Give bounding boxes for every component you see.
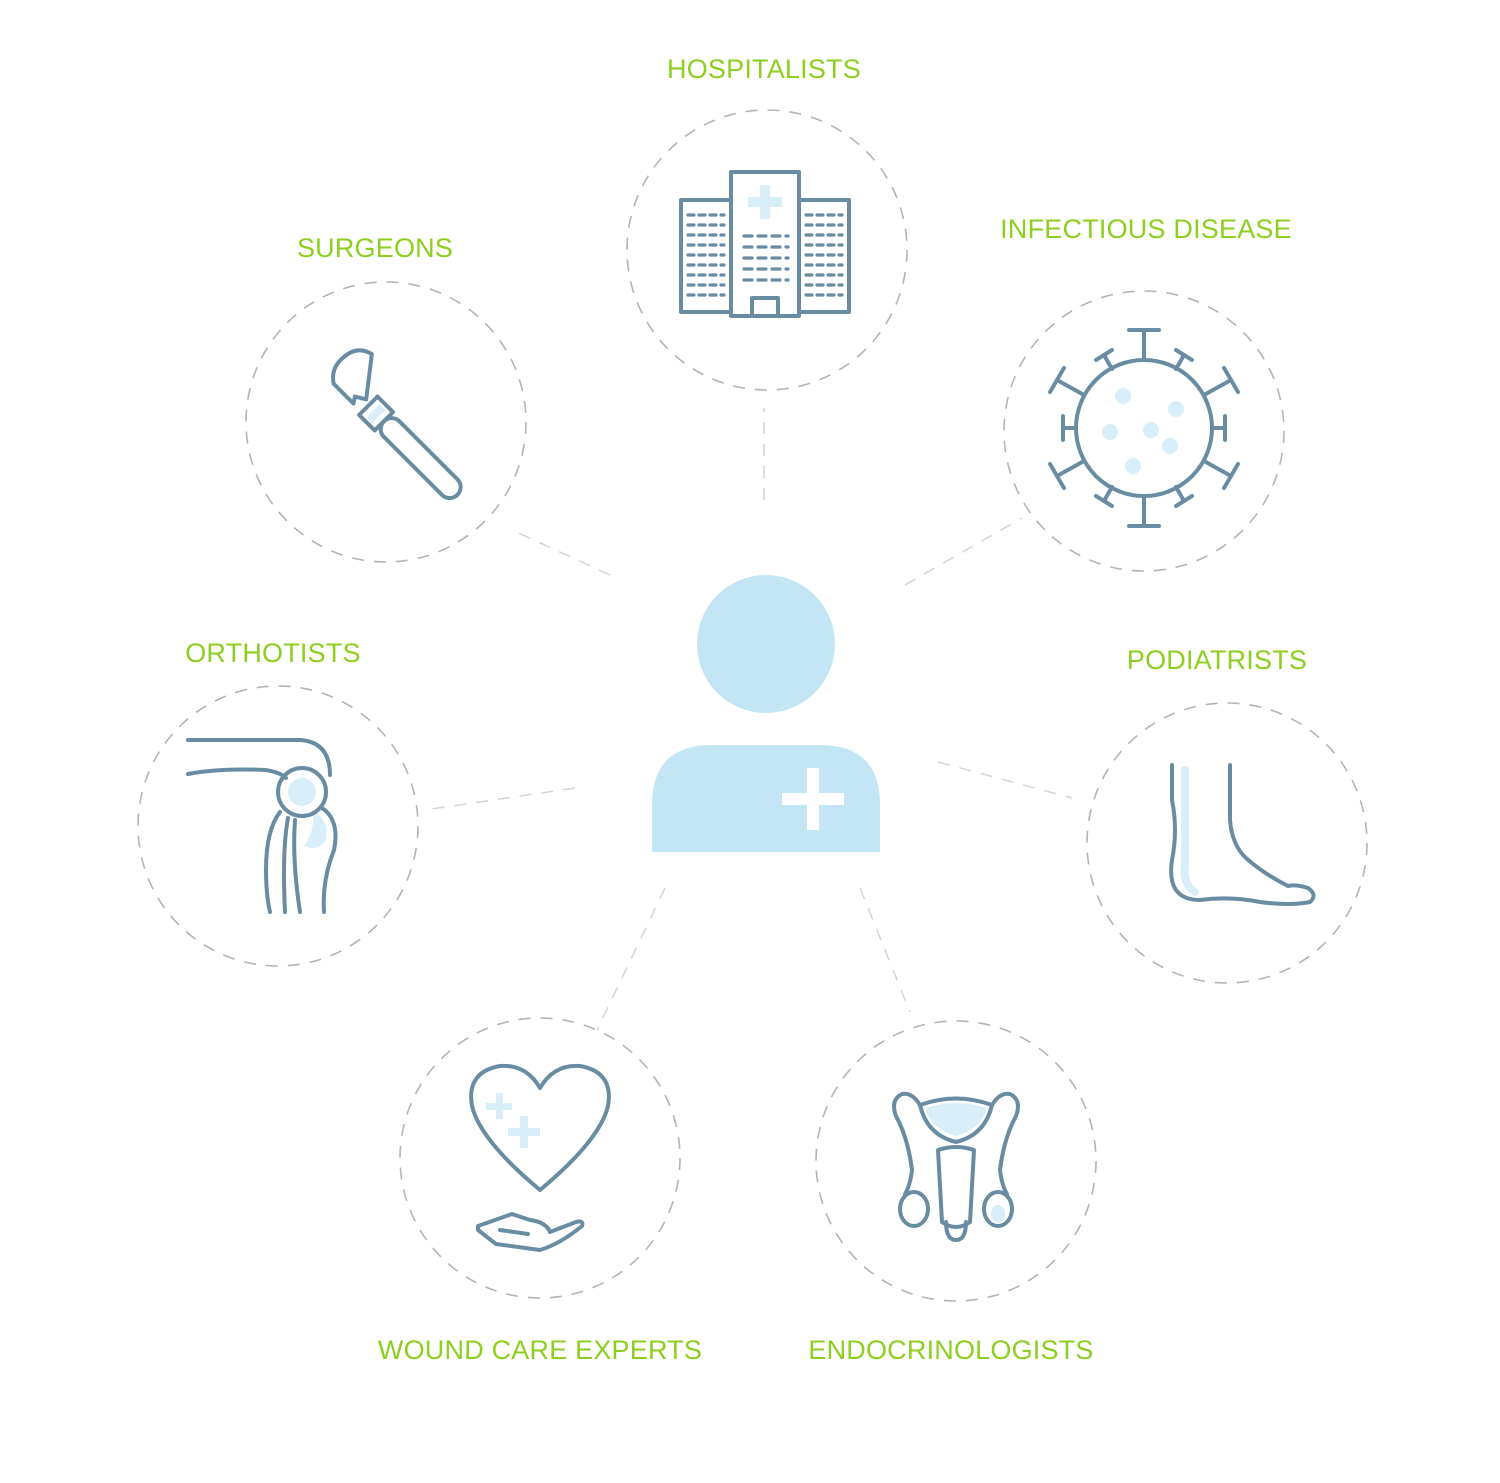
node-infectious-disease: INFECTIOUS DISEASE bbox=[1000, 214, 1292, 572]
node-endocrinologists: ENDOCRINOLOGISTS bbox=[808, 1020, 1097, 1365]
node-podiatrists: PODIATRISTS bbox=[1086, 645, 1368, 984]
label-infectious-disease: INFECTIOUS DISEASE bbox=[1000, 214, 1292, 244]
connector-podiatrists bbox=[937, 761, 1073, 799]
ring-wound-care-experts bbox=[399, 1017, 681, 1299]
foot-icon bbox=[1169, 763, 1316, 906]
label-hospitalists: HOSPITALISTS bbox=[667, 54, 861, 84]
label-orthotists: ORTHOTISTS bbox=[185, 638, 361, 668]
connectors bbox=[424, 408, 1073, 1031]
connector-wound-care-experts bbox=[596, 887, 666, 1031]
node-wound-care-experts: WOUND CARE EXPERTS bbox=[378, 1017, 702, 1365]
connector-surgeons bbox=[511, 529, 611, 576]
pelvis-icon bbox=[892, 1091, 1020, 1242]
hospital-building-icon bbox=[679, 170, 851, 318]
ring-infectious-disease bbox=[1003, 290, 1285, 572]
knee-joint-icon bbox=[186, 738, 338, 914]
connector-orthotists bbox=[424, 787, 576, 811]
connector-infectious-disease bbox=[904, 517, 1023, 586]
node-surgeons: SURGEONS bbox=[245, 233, 527, 563]
label-surgeons: SURGEONS bbox=[297, 233, 453, 263]
heart-in-hand-icon bbox=[469, 1063, 611, 1252]
doctor-person-icon bbox=[652, 575, 880, 852]
virus-icon bbox=[1048, 328, 1240, 528]
ring-hospitalists bbox=[626, 109, 908, 391]
ring-orthotists bbox=[137, 685, 419, 967]
label-wound-care-experts: WOUND CARE EXPERTS bbox=[378, 1335, 702, 1365]
label-podiatrists: PODIATRISTS bbox=[1127, 645, 1307, 675]
ring-surgeons bbox=[245, 281, 527, 563]
scalpel-icon bbox=[331, 348, 463, 501]
connector-endocrinologists bbox=[859, 887, 911, 1013]
ring-endocrinologists bbox=[815, 1020, 1097, 1302]
label-endocrinologists: ENDOCRINOLOGISTS bbox=[808, 1335, 1093, 1365]
node-orthotists: ORTHOTISTS bbox=[137, 638, 419, 967]
node-hospitalists: HOSPITALISTS bbox=[626, 54, 908, 391]
ring-podiatrists bbox=[1086, 702, 1368, 984]
